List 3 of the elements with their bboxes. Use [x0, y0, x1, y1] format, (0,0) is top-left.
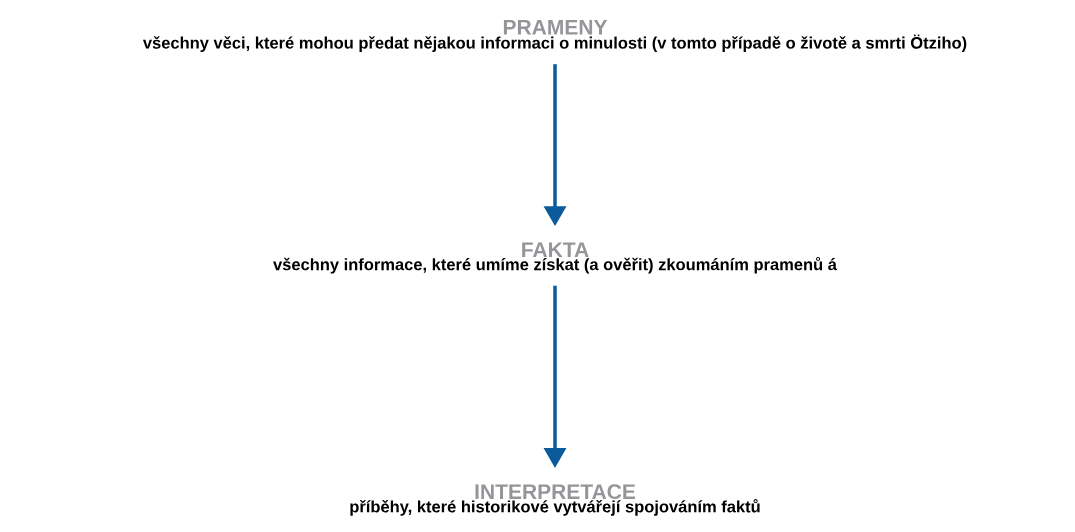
heading-with-description: PRAMENY všechny věci, které mohou předat nějakou informaci o minulosti (v tomto případě o životě a smrti Ötziho) [142, 20, 967, 52]
heading-with-description: INTERPRETACE příběhy, které historikové vytvářejí spojováním faktů [350, 484, 760, 516]
heading-with-description: FAKTA všechny informace, které umíme získat (a ověřit) zkoumáním pramenů á [273, 242, 837, 274]
